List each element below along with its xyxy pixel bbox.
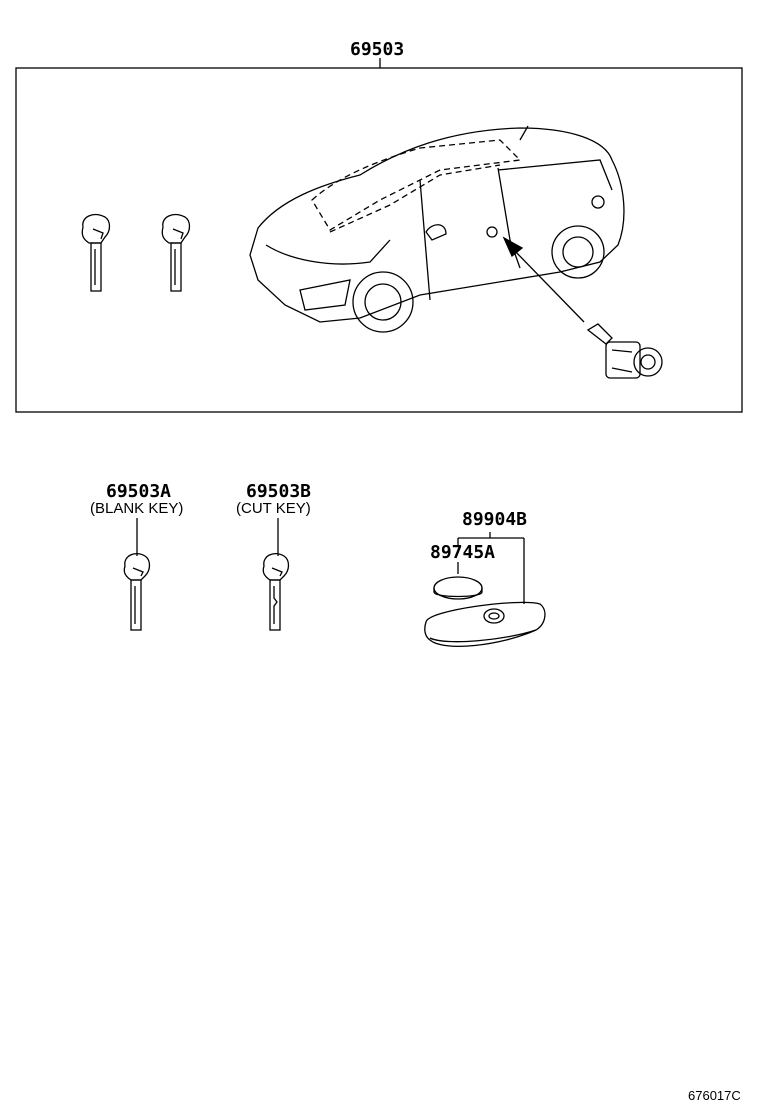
cut-key-part-number: 69503B [246, 481, 312, 502]
assembly-part-number: 69503 [350, 39, 405, 60]
battery-part-number: 89745A [430, 542, 496, 563]
assembly-frame [15, 67, 743, 413]
battery-icon [433, 576, 483, 600]
figure-reference: 676017C [688, 1088, 741, 1103]
arrow-leader [511, 247, 585, 323]
blank-key-part-number: 69503A [106, 481, 172, 502]
blank-key-icon [123, 552, 151, 631]
lock-cylinder-icon [586, 323, 663, 379]
key-icon [81, 213, 111, 292]
car-illustration [249, 125, 625, 333]
cut-key-note: (CUT KEY) [236, 500, 311, 517]
key-fob-icon [424, 601, 546, 647]
arrow-head [502, 236, 524, 258]
transmitter-part-number: 89904B [462, 509, 528, 530]
key-icon [161, 213, 191, 292]
blank-key-note: (BLANK KEY) [90, 500, 184, 517]
cut-key-icon [262, 552, 290, 631]
